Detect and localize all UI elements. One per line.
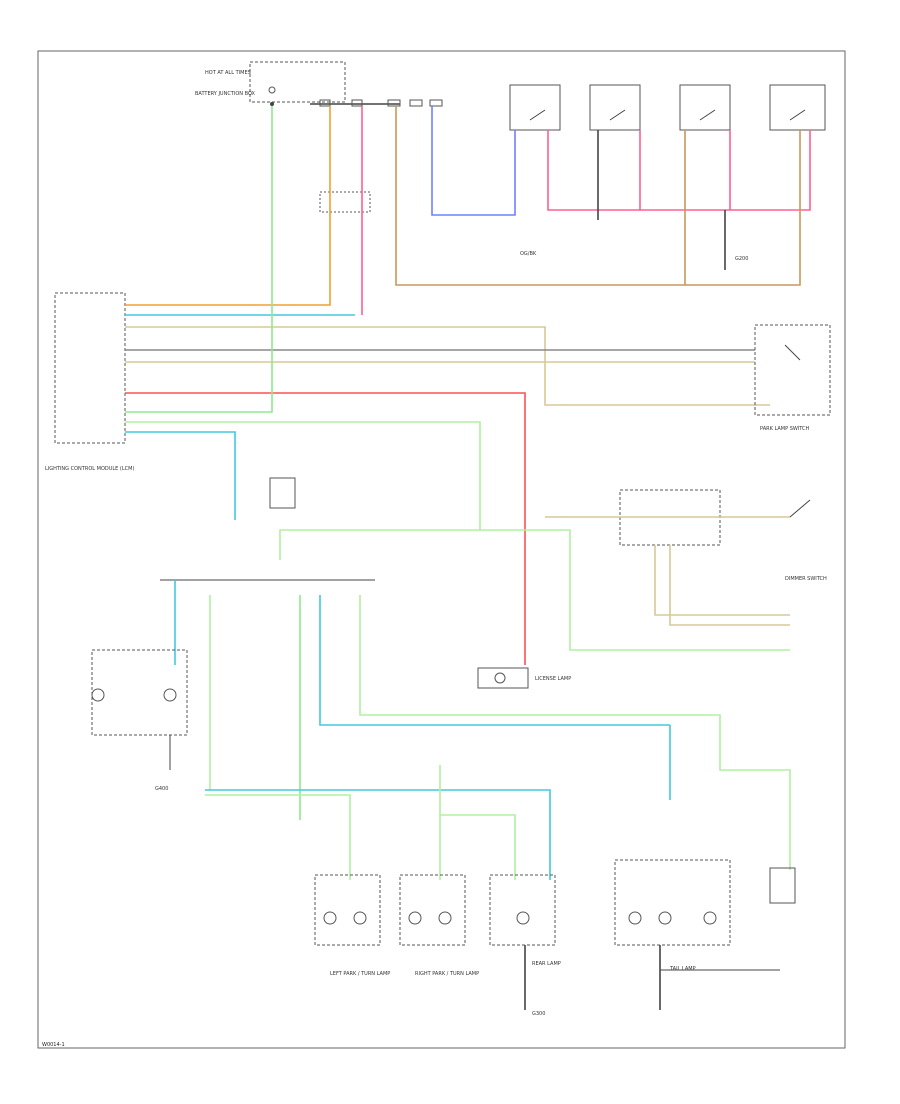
battery-junction-box: HOT AT ALL TIMES BATTERY JUNCTION BOX <box>195 61 346 106</box>
lcm-cyan-wire-2 <box>125 431 236 520</box>
lightgreen-bus-wire <box>279 529 790 651</box>
tail-lamp-label: TAIL LAMP <box>669 966 696 972</box>
tail-lamp: TAIL LAMP <box>614 859 731 972</box>
dimmer-switch: DIMMER SWITCH <box>545 489 827 582</box>
battery-junction-box-label: BATTERY JUNCTION BOX <box>195 91 256 97</box>
lcm-red-wire <box>125 392 526 665</box>
relay-2 <box>589 84 641 131</box>
brown-wire <box>395 106 801 286</box>
g400-label: G400 <box>155 786 168 792</box>
relay-pink-wire-a <box>547 130 641 211</box>
footer-code: W0014-1 <box>42 1042 65 1048</box>
lower-green-link <box>440 814 516 880</box>
wire-label-og-bk: OG/BK <box>520 251 537 257</box>
relay-4 <box>769 84 826 131</box>
splice-cyan-route <box>319 595 670 726</box>
lower-cyan-bus <box>205 789 551 880</box>
dimmer-tan-wire-3 <box>669 545 790 626</box>
g300-label: G300 <box>532 1011 545 1017</box>
left-parking-lamp: LEFT PARK / TURN LAMP <box>314 874 390 977</box>
splice-box <box>319 191 371 213</box>
dimmer-switch-label: DIMMER SWITCH <box>785 576 827 582</box>
rear-lamp-label: REAR LAMP <box>532 961 561 967</box>
rear-lamp: REAR LAMP <box>489 874 561 967</box>
lower-green-bus <box>205 794 351 880</box>
hot-at-all-times-label: HOT AT ALL TIMES <box>205 70 251 76</box>
relay-pink-wire-c <box>730 130 811 211</box>
left-cluster-lamps: G400 <box>91 649 188 792</box>
blue-wire <box>431 106 516 216</box>
g200-label: G200 <box>735 256 748 262</box>
park-lamp-switch: PARK LAMP SWITCH <box>754 324 831 432</box>
lighting-control-module: LIGHTING CONTROL MODULE (LCM) <box>45 292 134 472</box>
license-lamp: LICENSE LAMP <box>477 667 571 689</box>
splice-green-route <box>359 595 791 870</box>
dimmer-tan-wire-2 <box>654 545 790 616</box>
lcm-orange-wire <box>125 106 331 306</box>
relay-1 <box>509 84 561 131</box>
side-socket <box>769 867 796 904</box>
lcm-lightgreen-wire <box>125 421 481 530</box>
diagram-frame <box>37 50 846 1049</box>
lcm-label: LIGHTING CONTROL MODULE (LCM) <box>45 466 134 472</box>
relay-3 <box>679 84 731 131</box>
lcm-green-wire <box>125 106 273 413</box>
license-lamp-label: LICENSE LAMP <box>535 676 571 682</box>
top-connector-row <box>310 99 443 107</box>
left-parking-lamp-label: LEFT PARK / TURN LAMP <box>330 971 390 977</box>
right-parking-lamp-label: RIGHT PARK / TURN LAMP <box>415 971 479 977</box>
fuse-component <box>269 477 296 509</box>
park-lamp-switch-label: PARK LAMP SWITCH <box>760 426 810 432</box>
lcm-tan-wire <box>125 326 770 406</box>
right-parking-lamp: RIGHT PARK / TURN LAMP <box>399 874 479 977</box>
